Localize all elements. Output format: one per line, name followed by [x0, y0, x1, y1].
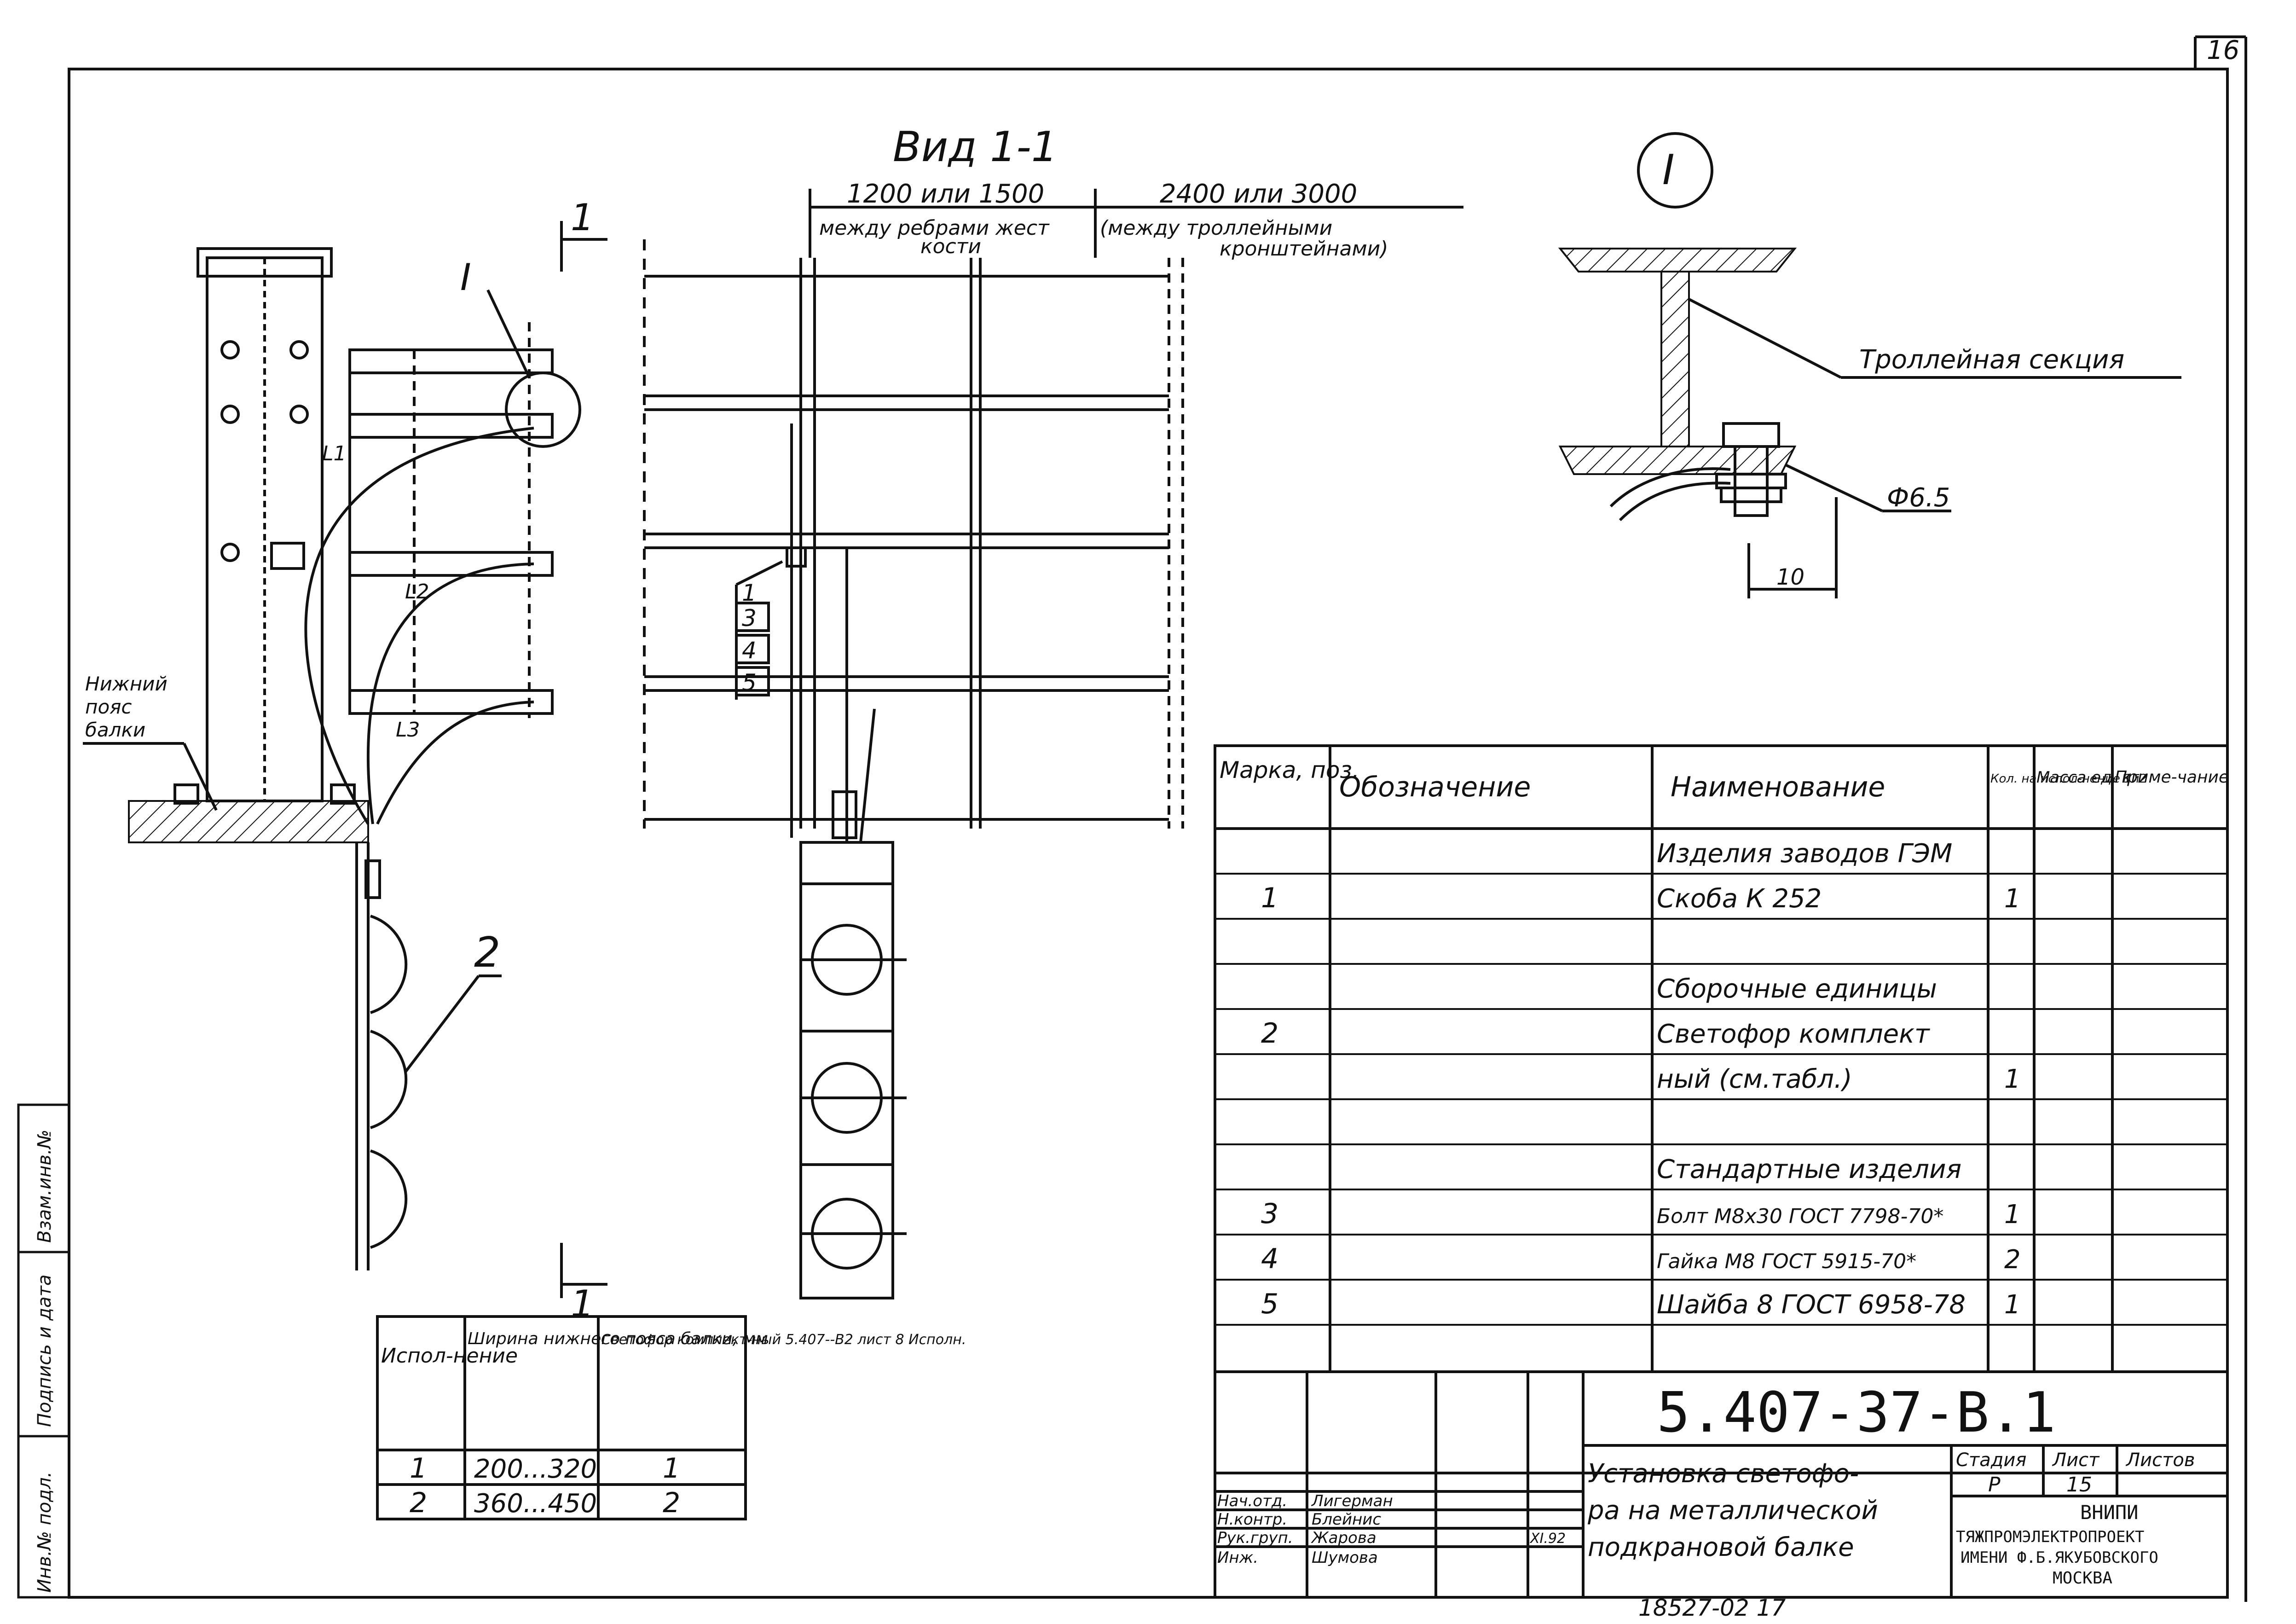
person-name-2: Блейнис: [1312, 1510, 1381, 1529]
cable-L3: L3: [396, 718, 420, 742]
dim-2400: 2400 или 3000: [1160, 179, 1357, 209]
stamp-inv: Инв.№ подл.: [34, 1472, 55, 1593]
spec-name-cell: Изделия заводов ГЭМ: [1657, 839, 1952, 869]
spec-qty-cell: 1: [2004, 1290, 2021, 1320]
view-1-1: [643, 189, 1463, 1299]
title-line-1: Установка светофо-: [1588, 1459, 1859, 1489]
org-2: ТЯЖПРОМЭЛЕКТРОПРОЕКТ: [1956, 1528, 2144, 1546]
spec-h-note: Приме-чание: [2115, 768, 2229, 787]
section-mark-top: 1: [571, 196, 594, 239]
position-2: 2: [474, 928, 500, 977]
dim-1200-note: между ребрами жест: [819, 216, 1050, 240]
spec-h-mass: Масса ед, кг: [2036, 768, 2140, 787]
dim-10: 10: [1776, 564, 1804, 590]
callout-node: I: [460, 256, 471, 299]
sheet-header: Лист: [2052, 1450, 2100, 1471]
exec-h1: Испол-нение: [381, 1344, 518, 1368]
detail-node-label: I: [1662, 146, 1675, 194]
trolley-label: Троллейная секция: [1859, 345, 2124, 375]
cable-L1: L1: [322, 442, 347, 465]
bottom-code: 18527-02 17: [1638, 1595, 1786, 1621]
dim-1200: 1200 или 1500: [847, 179, 1044, 209]
exec-h3: Светофор комплект-ный 5.407--В2 лист 8 И…: [601, 1332, 966, 1348]
section-mark-bottom: 1: [571, 1282, 594, 1325]
spec-h-mark: Марка, поз.: [1220, 757, 1359, 783]
pos-label-5: 5: [742, 669, 757, 696]
side-stamp: [17, 1103, 70, 1599]
person-role-4: Инж.: [1217, 1549, 1258, 1567]
spec-qty-cell: 1: [2004, 884, 2021, 914]
detail-I: [1558, 132, 2181, 598]
spec-qty-cell: 1: [2004, 1064, 2021, 1094]
spec-mark-cell: 2: [1261, 1017, 1278, 1050]
org-4: МОСКВА: [2053, 1569, 2112, 1588]
spec-h-qty: Кол. на испол-нение 1и2: [1990, 772, 2147, 786]
pos-label-4: 4: [742, 637, 757, 664]
stage-header: Стадия: [1956, 1450, 2026, 1471]
person-role-2: Н.контр.: [1217, 1510, 1287, 1529]
spec-name-cell: Скоба К 252: [1657, 884, 1822, 914]
title-line-3: подкрановой балке: [1588, 1532, 1854, 1562]
spec-qty-cell: 2: [2004, 1245, 2021, 1275]
org-1: ВНИПИ: [2080, 1501, 2138, 1524]
spec-h-designation: Обозначение: [1339, 771, 1531, 803]
view-title: Вид 1-1: [893, 123, 1058, 171]
spec-name-cell: ный (см.табл.): [1657, 1064, 1852, 1094]
person-role-1: Нач.отд.: [1217, 1492, 1287, 1510]
spec-name-cell: Болт М8х30 ГОСТ 7798-70*: [1657, 1205, 1943, 1228]
person-name-3: Жарова: [1311, 1529, 1376, 1547]
exec-row1-width: 200...320: [474, 1454, 597, 1484]
flange-label-3: балки: [85, 719, 145, 741]
sheet-value: 15: [2066, 1473, 2092, 1496]
stamp-sign: Подпись и дата: [34, 1275, 55, 1427]
flange-label-2: пояс: [85, 696, 132, 718]
exec-row1-light: 1: [663, 1452, 680, 1485]
sheet-number: 16: [2207, 35, 2239, 65]
person-role-3: Рук.груп.: [1217, 1529, 1293, 1547]
sheets-header: Листов: [2125, 1450, 2195, 1471]
org-3: ИМЕНИ Ф.Б.ЯКУБОВСКОГО: [1961, 1549, 2158, 1567]
sign-date: XI.92: [1529, 1531, 1566, 1547]
spec-name-cell: Шайба 8 ГОСТ 6958-78: [1657, 1290, 1966, 1320]
diameter-label: Ф6.5: [1887, 483, 1950, 513]
pos-label-3: 3: [742, 605, 757, 632]
title-line-2: ра на металлической: [1587, 1496, 1878, 1525]
spec-h-name: Наименование: [1671, 771, 1885, 803]
pos-label-1: 1: [742, 580, 757, 606]
exec-row1-exec: 1: [410, 1452, 427, 1485]
exec-row2-light: 2: [663, 1487, 680, 1519]
exec-h2: Ширина нижнего пояса балки, мм: [468, 1329, 768, 1348]
person-name-4: Шумова: [1312, 1549, 1378, 1567]
stage-value: Р: [1988, 1473, 2001, 1496]
title-block-grid: [1214, 1370, 2229, 1599]
exec-row2-width: 360...450: [474, 1489, 597, 1519]
dim-2400-note: (между троллейными: [1100, 216, 1332, 240]
spec-mark-cell: 5: [1261, 1288, 1278, 1320]
person-name-1: Лигерман: [1311, 1492, 1393, 1510]
exec-table-grid: [376, 1315, 747, 1520]
cable-L2: L2: [405, 580, 429, 603]
stamp-swap: Взам.инв.№: [34, 1130, 55, 1243]
exec-row2-exec: 2: [410, 1487, 427, 1519]
spec-name-cell: Гайка М8 ГОСТ 5915-70*: [1657, 1250, 1916, 1273]
spec-mark-cell: 1: [1261, 882, 1278, 914]
spec-name-cell: Светофор комплект: [1657, 1019, 1930, 1049]
spec-name-cell: Стандартные изделия: [1657, 1154, 1961, 1184]
title-code: 5.407-37-В.1: [1657, 1381, 2056, 1445]
dim-2400-note2: кронштейнами): [1220, 237, 1388, 261]
dim-1200-note2: кости: [920, 235, 981, 258]
side-view: [83, 221, 607, 1298]
flange-label-1: Нижний: [85, 673, 168, 695]
spec-mark-cell: 3: [1261, 1198, 1278, 1230]
spec-qty-cell: 1: [2004, 1200, 2021, 1230]
spec-mark-cell: 4: [1261, 1243, 1278, 1275]
spec-name-cell: Сборочные единицы: [1657, 974, 1937, 1004]
